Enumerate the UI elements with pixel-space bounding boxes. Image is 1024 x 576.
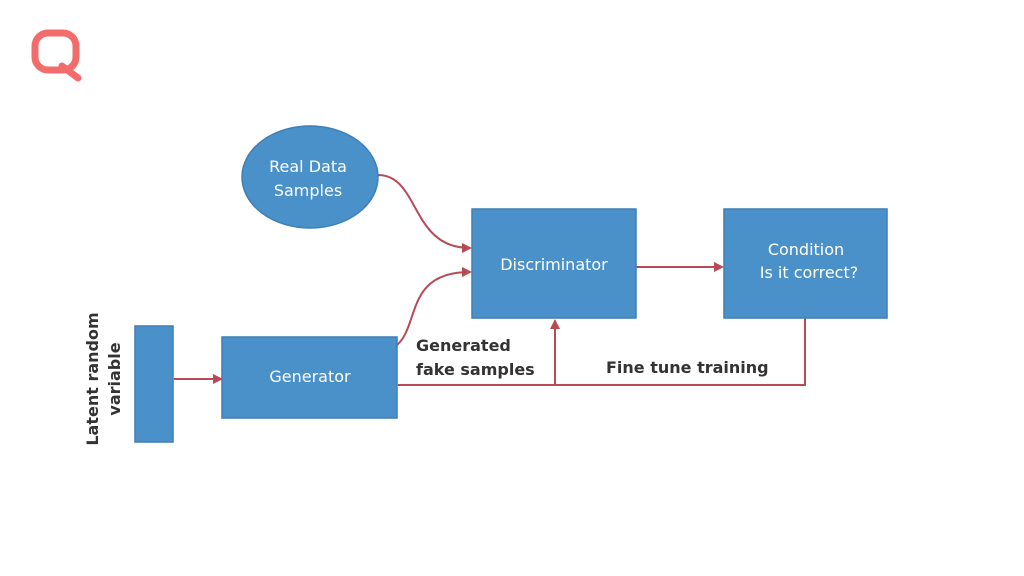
fine-tune-label: Fine tune training <box>606 358 769 377</box>
latent-variable-node <box>134 325 174 443</box>
generated-label-line2: fake samples <box>416 360 535 379</box>
discriminator-node: Discriminator <box>471 208 637 319</box>
generated-label-line1: Generated <box>416 336 511 355</box>
condition-node: Condition Is it correct? <box>723 208 888 319</box>
discriminator-label: Discriminator <box>500 255 608 274</box>
latent-label-line1: Latent random <box>83 312 102 445</box>
arrow-generator-to-discriminator <box>396 267 472 346</box>
real-data-label-line1: Real Data <box>269 157 347 176</box>
latent-variable-label: Latent random variable <box>83 312 124 445</box>
condition-label-line2: Is it correct? <box>760 263 858 282</box>
generator-node: Generator <box>221 336 398 419</box>
condition-label-line1: Condition <box>768 240 844 259</box>
q-logo-icon <box>31 29 82 82</box>
arrow-real-to-discriminator <box>377 174 472 253</box>
feedback-line <box>398 318 806 386</box>
real-data-node: Real Data Samples <box>241 125 379 229</box>
generator-label: Generator <box>269 367 351 386</box>
latent-label-line2: variable <box>105 342 124 415</box>
real-data-label-line2: Samples <box>274 181 342 200</box>
